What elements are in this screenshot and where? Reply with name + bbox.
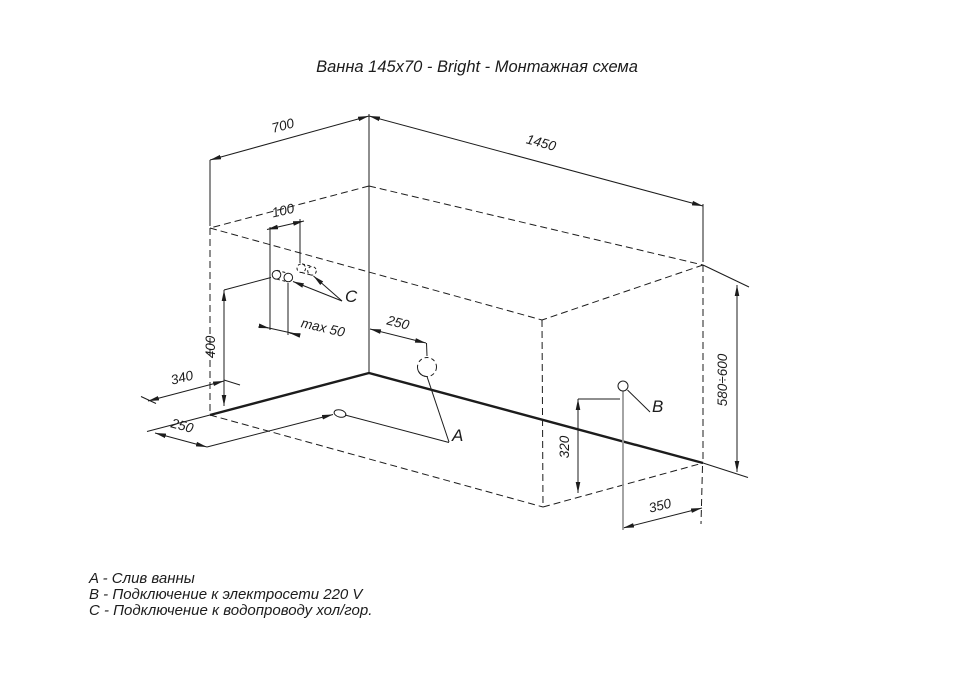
drain-wall-circle-arc <box>417 368 426 377</box>
drawing-title: Ванна 145x70 - Bright - Монтажная схема <box>316 58 638 76</box>
tub-top-back-left-edge <box>209 185 370 229</box>
dim-340-line <box>147 380 225 402</box>
drain-axis-line <box>206 414 334 448</box>
label-c: C <box>345 287 358 306</box>
dim-100-label: 100 <box>270 201 296 221</box>
label-c-leader-2 <box>313 275 343 302</box>
pipe-connector-bottom <box>276 278 289 283</box>
dim-350-line <box>622 507 703 529</box>
label-c-leader-1 <box>292 281 343 302</box>
dim-max50-label: max 50 <box>300 315 347 340</box>
dim-400: 400 <box>203 277 272 406</box>
floor-edge-left <box>209 371 370 417</box>
drain-label: A <box>344 376 463 445</box>
water-connection-markers <box>271 263 317 283</box>
dim-350: 350 <box>622 465 703 529</box>
dim-250-floor-line <box>154 432 208 448</box>
pipe-alt-connector-top <box>301 263 313 267</box>
room-walls <box>146 114 749 478</box>
dim-340: 340 <box>140 368 241 404</box>
tub-outline-dashed <box>209 185 704 508</box>
dim-max50-left-arrow <box>258 323 270 329</box>
dim-1450-line <box>368 115 704 207</box>
dim-320: 320 <box>557 398 620 493</box>
dim-height-label: 580÷600 <box>715 353 730 406</box>
dim-350-label: 350 <box>647 496 673 516</box>
dim-320-label: 320 <box>557 435 572 458</box>
power-connection-marker <box>617 380 629 530</box>
water-pipe-circle-alt-2 <box>307 266 317 276</box>
tub-top-back-right-edge <box>368 185 704 266</box>
label-a-leader-2 <box>344 414 450 443</box>
dim-700: 700 <box>209 115 370 226</box>
tub-top-front-left-edge <box>209 227 543 321</box>
tub-bottom-front-left-edge <box>209 414 544 508</box>
tub-front-vertical-edge <box>541 319 544 508</box>
dim-height-top-extension <box>702 264 750 288</box>
dim-1450: 1450 <box>368 115 704 262</box>
tub-top-front-right-edge <box>541 264 704 321</box>
water-connection-label: C <box>292 275 358 306</box>
dim-100-line <box>266 220 305 230</box>
dim-700-label: 700 <box>270 115 296 135</box>
pipe-connector-top <box>276 269 289 274</box>
dim-340-label: 340 <box>169 368 195 388</box>
legend-power: B - Подключение к электросети 220 V <box>89 586 364 603</box>
dim-250-wall-label: 250 <box>384 312 411 332</box>
dim-250-wall: 250 <box>369 312 428 357</box>
dim-250-floor-label: 250 <box>168 415 195 436</box>
dim-250-floor: 250 <box>154 414 334 448</box>
label-a-leader-1 <box>426 376 450 443</box>
legend: A - Слив ванны B - Подключение к электро… <box>88 570 372 619</box>
water-pipe-circle-alt-1 <box>296 263 307 274</box>
dim-250-wall-extension <box>426 342 428 357</box>
pipe-alt-connector-bottom <box>301 272 313 276</box>
floor-edge-right-extension <box>702 462 749 478</box>
water-pipe-circle-2 <box>283 272 294 283</box>
power-outlet-circle <box>617 380 629 392</box>
dim-400-top-extension <box>223 277 272 291</box>
legend-drain: A - Слив ванны <box>88 570 195 587</box>
dim-max50: max 50 <box>258 283 347 340</box>
dim-max50-right-arrow <box>289 332 301 338</box>
floor-edge-left-extension <box>146 414 211 432</box>
dim-700-line <box>209 115 370 161</box>
drain-floor-ellipse <box>333 409 347 418</box>
label-a: A <box>451 426 463 445</box>
dim-250-wall-line <box>369 328 427 344</box>
dim-400-label: 400 <box>203 335 218 358</box>
water-pipe-circle-1 <box>271 270 282 280</box>
label-b-leader <box>627 389 651 413</box>
dim-install-height: 580÷600 <box>702 264 750 472</box>
dim-100: 100 <box>266 201 305 330</box>
label-b: B <box>652 397 663 416</box>
legend-water: C - Подключение к водопроводу хол/гор. <box>89 602 372 619</box>
power-connection-label: B <box>627 389 663 416</box>
dim-350-right-extension <box>700 465 703 525</box>
dim-340-right-extension <box>223 379 241 386</box>
dim-1450-label: 1450 <box>525 132 558 154</box>
floor-edge-right <box>368 371 704 465</box>
